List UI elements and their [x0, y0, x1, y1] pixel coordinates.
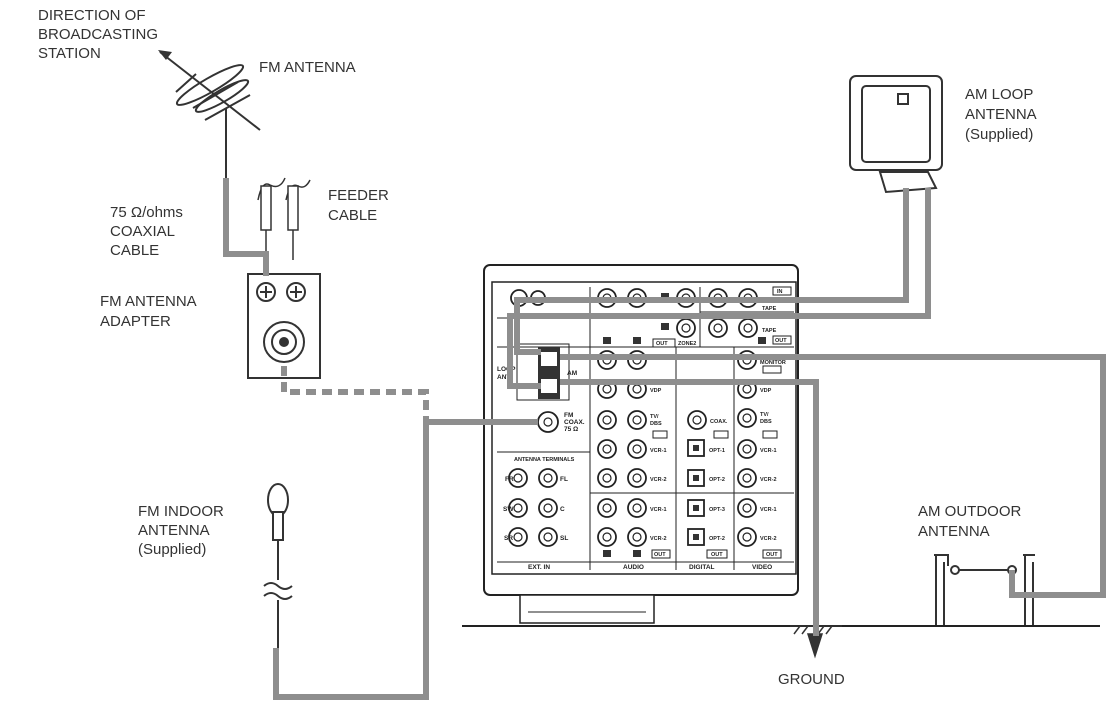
tape-in-label: IN [777, 289, 783, 295]
zone2-out-label: OUT [656, 341, 668, 347]
am-outdoor-label-2: ANTENNA [918, 523, 990, 540]
fm-indoor-antenna-icon [263, 483, 293, 648]
am-loop-cable-1 [514, 188, 909, 355]
am-outdoor-cable [560, 354, 1106, 598]
am-outdoor-label-1: AM OUTDOOR [918, 503, 1021, 520]
tape-label: TAPE [762, 306, 777, 312]
fm-coaxial-cable [223, 178, 269, 276]
loop-ant-label: LOOP [497, 366, 516, 373]
vcr2-audio-label: VCR-2 [650, 477, 667, 483]
vdp-audio-label: VDP [650, 388, 662, 394]
vcr1-out-video-label: VCR-1 [760, 507, 777, 513]
fm-indoor-label-3: (Supplied) [138, 541, 206, 558]
fm-antenna-adapter-icon [247, 273, 321, 379]
digital-label: DIGITAL [689, 564, 715, 571]
fm-coax-label: FM [564, 412, 573, 419]
sw-label: SW [503, 506, 514, 513]
feeder-cable-icon [257, 177, 311, 260]
am-loop-label-2: ANTENNA [965, 106, 1037, 123]
direction-label-3: STATION [38, 45, 101, 62]
ground-wire [560, 379, 819, 636]
sr-label: SR [504, 535, 513, 542]
ext-in-label: EXT. IN [528, 564, 550, 571]
audio-label: AUDIO [623, 564, 644, 571]
fm-antenna-label: FM ANTENNA [259, 59, 356, 76]
am-loop-label-1: AM LOOP [965, 86, 1033, 103]
vcr1-zone-label: VCR-1 [650, 507, 667, 513]
video-out-label: OUT [766, 552, 778, 558]
vcr1-video-label: VCR-1 [760, 448, 777, 454]
opt2-out-label: OPT-2 [709, 536, 725, 542]
ground-label: GROUND [778, 671, 845, 688]
vcr2-out-video-label: VCR-2 [760, 536, 777, 542]
loop-ant-label-2: ANT. [497, 374, 512, 381]
am-loop-cable-2 [507, 188, 931, 389]
opt1-label: OPT-1 [709, 448, 725, 454]
adapter-label-1: FM ANTENNA [100, 293, 197, 310]
tape-label-2: TAPE [762, 328, 777, 334]
fl-label: FL [560, 476, 568, 483]
digital-out-label: OUT [711, 552, 723, 558]
tv-dbs-video-label: TV/ [760, 412, 769, 418]
fm-antenna-icon [158, 50, 261, 178]
tv-dbs-video-label-2: DBS [760, 419, 772, 425]
am-loop-label-3: (Supplied) [965, 126, 1033, 143]
am-outdoor-antenna-icon [934, 554, 1035, 626]
adapter-label-2: ADAPTER [100, 313, 171, 330]
tv-dbs-audio-label: TV/ [650, 414, 659, 420]
am-loop-antenna-icon [849, 75, 943, 194]
direction-label-1: DIRECTION OF [38, 7, 146, 24]
opt2-label: OPT-2 [709, 477, 725, 483]
receiver-rear-panel: LOOP ANT. AM FM COAX. 75 Ω ANTENNA TERMI… [483, 264, 799, 624]
coax-label-3: CABLE [110, 242, 159, 259]
coax-label-1: 75 Ω/ohms [110, 204, 183, 221]
audio-out-label: OUT [654, 552, 666, 558]
fm-coax-label-3: 75 Ω [564, 426, 578, 433]
fm-indoor-label-1: FM INDOOR [138, 503, 224, 520]
feeder-label-1: FEEDER [328, 187, 389, 204]
fr-label: FR [505, 476, 514, 483]
monitor-label: MONITOR [760, 360, 786, 366]
c-label: C [560, 506, 565, 513]
cables [223, 178, 1106, 700]
tv-dbs-audio-label-2: DBS [650, 421, 662, 427]
fm-indoor-antenna-cable [273, 419, 538, 700]
sl-label: SL [560, 535, 568, 542]
direction-label-2: BROADCASTING [38, 26, 158, 43]
tape-out-label: OUT [775, 338, 787, 344]
vcr1-audio-label: VCR-1 [650, 448, 667, 454]
feeder-label-2: CABLE [328, 207, 377, 224]
am-terminal-label: AM [567, 370, 577, 377]
fm-coax-label-2: COAX. [564, 419, 585, 426]
vcr2-zone-label: VCR-2 [650, 536, 667, 542]
antenna-terminals-label: ANTENNA TERMINALS [514, 457, 575, 463]
fm-indoor-label-2: ANTENNA [138, 522, 210, 539]
coax-label-2: COAXIAL [110, 223, 175, 240]
fm-adapter-dashed-cable [281, 366, 429, 422]
vdp-video-label: VDP [760, 388, 772, 394]
video-label: VIDEO [752, 564, 772, 571]
zone2-label: ZONE2 [678, 341, 696, 347]
vcr2-video-label: VCR-2 [760, 477, 777, 483]
coax-digital-label: COAX. [710, 419, 728, 425]
opt3-label: OPT-3 [709, 507, 725, 513]
